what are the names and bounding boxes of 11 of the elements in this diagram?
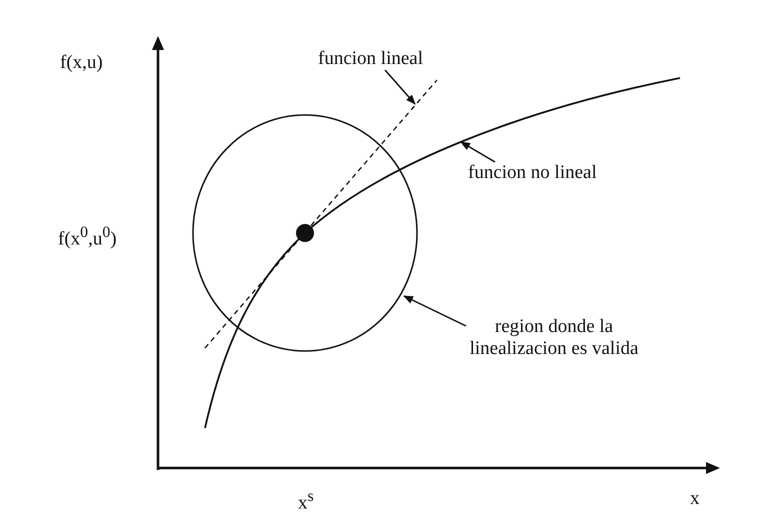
leader-arrow xyxy=(384,70,416,105)
callout-label: region donde la linealizacion es valida xyxy=(465,316,643,360)
leader-arrow xyxy=(403,295,466,327)
axis-label: f(x,u) xyxy=(60,52,103,74)
callout-label: funcion lineal xyxy=(318,48,423,70)
axis-label: x$^{s}$ xyxy=(298,487,314,514)
callout-label: funcion no lineal xyxy=(468,162,597,184)
axis-label: f(x$^{0}$,u$^{0}$) xyxy=(58,223,117,250)
curve xyxy=(204,77,680,428)
leader-arrow xyxy=(460,141,496,163)
axis-label: x xyxy=(690,488,700,510)
